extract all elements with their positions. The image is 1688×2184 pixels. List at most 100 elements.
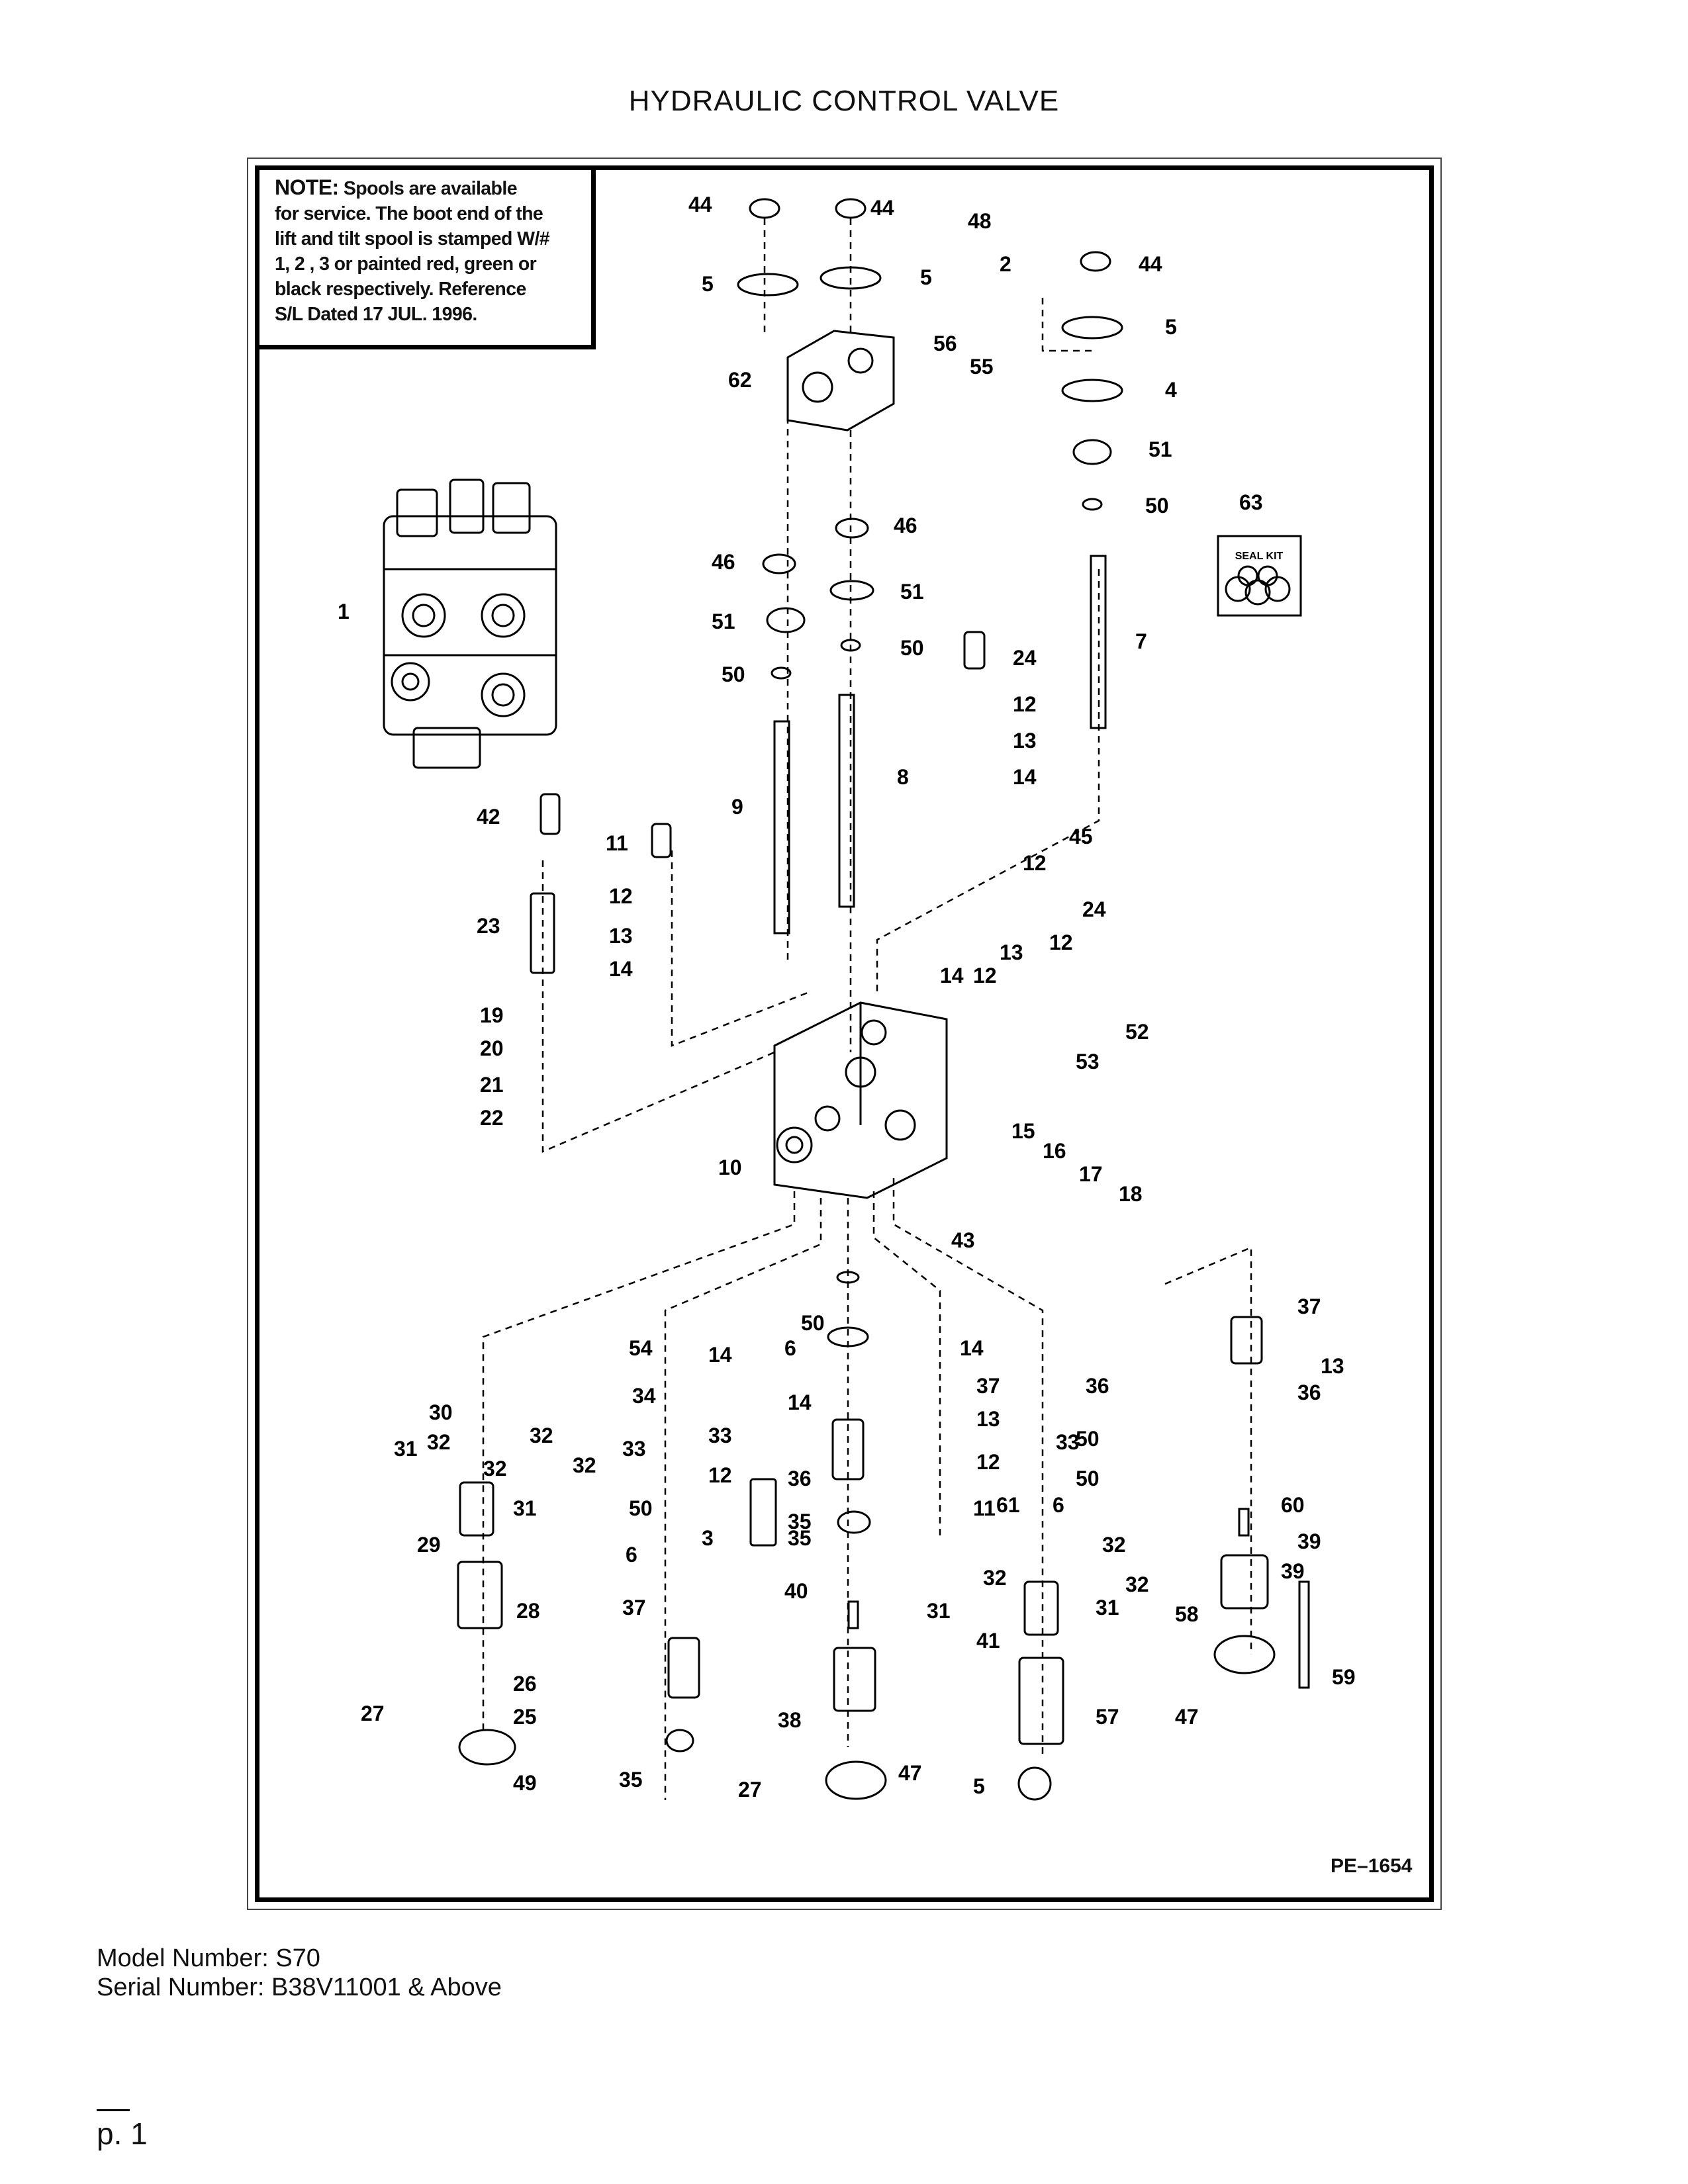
part-callout-label: 50: [1076, 1467, 1100, 1490]
part-callout-label: 51: [712, 610, 735, 633]
part-callout-label: 32: [427, 1430, 451, 1454]
part-callout-label: 37: [622, 1596, 646, 1619]
part-callout-label: 46: [894, 514, 917, 537]
part-callout-label: 22: [480, 1106, 504, 1130]
part-callout-label: 50: [722, 662, 745, 686]
part-callout-label: 18: [1119, 1182, 1143, 1206]
part-callout-label: 57: [1096, 1705, 1119, 1729]
part-callout-label: 42: [477, 805, 500, 829]
part-callout-label: 14: [940, 964, 964, 987]
part-callout-label: 11: [973, 1496, 996, 1520]
part-callout-label: 35: [788, 1510, 812, 1533]
part-callout-label: 55: [970, 355, 994, 379]
part-callout-label: 27: [738, 1778, 762, 1801]
part-callout-label: 9: [731, 795, 743, 819]
part-callout-label: 19: [480, 1003, 504, 1027]
part-callout-label: 32: [1125, 1572, 1149, 1596]
diagram-code: PE–1654: [1331, 1855, 1413, 1877]
note-line: lift and tilt spool is stamped W/#: [275, 228, 550, 250]
part-callout-label: 25: [513, 1705, 537, 1729]
valve-body-illustration: [773, 1001, 948, 1199]
model-number: Model Number: S70: [97, 1944, 320, 1972]
part-callout-label: 12: [973, 964, 997, 987]
part-callout-label: 6: [1053, 1493, 1064, 1517]
part-callout-label: 50: [1145, 494, 1169, 518]
part-callout-label: 37: [976, 1374, 1000, 1398]
page-number: p. 1: [97, 2116, 148, 2151]
part-callout-label: 13: [1321, 1354, 1344, 1378]
part-callout-label: 47: [1175, 1705, 1199, 1729]
part-callout-label: 27: [361, 1702, 385, 1725]
part-callout-label: 51: [1149, 437, 1172, 461]
end-cap-illustration: [786, 330, 895, 432]
service-note: NOTE: Spools are available for service. …: [255, 165, 596, 349]
part-callout-label: 8: [897, 765, 909, 789]
part-callout-label: 14: [960, 1336, 984, 1360]
part-callout-label: 43: [951, 1228, 975, 1252]
part-callout-label: 2: [1000, 252, 1011, 276]
part-callout-label: 41: [976, 1629, 1000, 1653]
part-callout-label: 50: [801, 1311, 825, 1335]
part-callout-label: 37: [1297, 1295, 1321, 1318]
part-callout-label: 32: [1102, 1533, 1126, 1557]
note-line: for service. The boot end of the: [275, 203, 543, 224]
part-callout-label: 38: [778, 1708, 802, 1732]
part-callout-label: 56: [933, 332, 957, 355]
part-callout-label: 23: [477, 914, 500, 938]
part-callout-label: 62: [728, 368, 752, 392]
part-callout-label: 32: [483, 1457, 507, 1480]
part-callout-label: 26: [513, 1672, 537, 1696]
part-callout-label: 44: [688, 193, 712, 216]
part-callout-label: 5: [702, 272, 714, 296]
part-callout-label: 15: [1011, 1119, 1035, 1143]
page-title: HYDRAULIC CONTROL VALVE: [628, 85, 1060, 117]
part-callout-label: 32: [530, 1424, 553, 1447]
small-parts-illustrations: [457, 198, 1310, 1801]
part-callout-label: 35: [788, 1526, 812, 1550]
part-callout-label: 63: [1239, 490, 1263, 514]
part-callout-label: 31: [394, 1437, 418, 1461]
part-callout-label: 13: [609, 924, 633, 948]
part-callout-label: 51: [900, 580, 924, 604]
part-callout-label: 50: [629, 1496, 653, 1520]
part-callout-label: 50: [1076, 1427, 1100, 1451]
part-callout-label: 34: [632, 1384, 656, 1408]
part-callout-label: 46: [712, 550, 735, 574]
part-callout-label: 36: [788, 1467, 812, 1490]
part-callout-label: 58: [1175, 1602, 1199, 1626]
page-number-rule: [97, 2109, 130, 2111]
part-callout-label: 7: [1135, 629, 1147, 653]
part-callout-label: 6: [626, 1543, 637, 1567]
part-callout-label: 35: [619, 1768, 643, 1792]
part-callout-label: 50: [900, 636, 924, 660]
part-callout-label: 30: [429, 1400, 453, 1424]
note-line: S/L Dated 17 JUL. 1996.: [275, 304, 477, 325]
diagram-frame-outer: [247, 158, 1442, 1910]
part-callout-label: 10: [718, 1156, 742, 1179]
part-callout-label: 31: [927, 1599, 951, 1623]
part-callout-label: 14: [609, 957, 633, 981]
part-callout-label: 3: [702, 1526, 714, 1550]
part-callout-label: 24: [1082, 897, 1106, 921]
part-callout-label: 60: [1281, 1493, 1305, 1517]
part-callout-label: 31: [513, 1496, 537, 1520]
part-callout-label: 33: [622, 1437, 646, 1461]
part-callout-label: 44: [870, 196, 894, 220]
part-callout-label: 16: [1043, 1139, 1066, 1163]
part-callout-label: 12: [1049, 931, 1073, 954]
part-callout-label: 54: [629, 1336, 653, 1360]
part-callout-label: 32: [573, 1453, 596, 1477]
part-callout-label: 17: [1079, 1162, 1103, 1186]
part-callout-label: 36: [1297, 1381, 1321, 1404]
part-callout-label: 39: [1281, 1559, 1305, 1583]
part-callout-label: 45: [1069, 825, 1093, 848]
part-callout-label: 13: [1000, 940, 1023, 964]
part-callout-label: 20: [480, 1036, 504, 1060]
part-callout-label: 24: [1013, 646, 1037, 670]
seal-kit-illustration: [1217, 535, 1302, 617]
part-callout-label: 33: [1056, 1430, 1080, 1454]
part-callout-label: 14: [708, 1343, 732, 1367]
part-callout-label: 13: [976, 1407, 1000, 1431]
